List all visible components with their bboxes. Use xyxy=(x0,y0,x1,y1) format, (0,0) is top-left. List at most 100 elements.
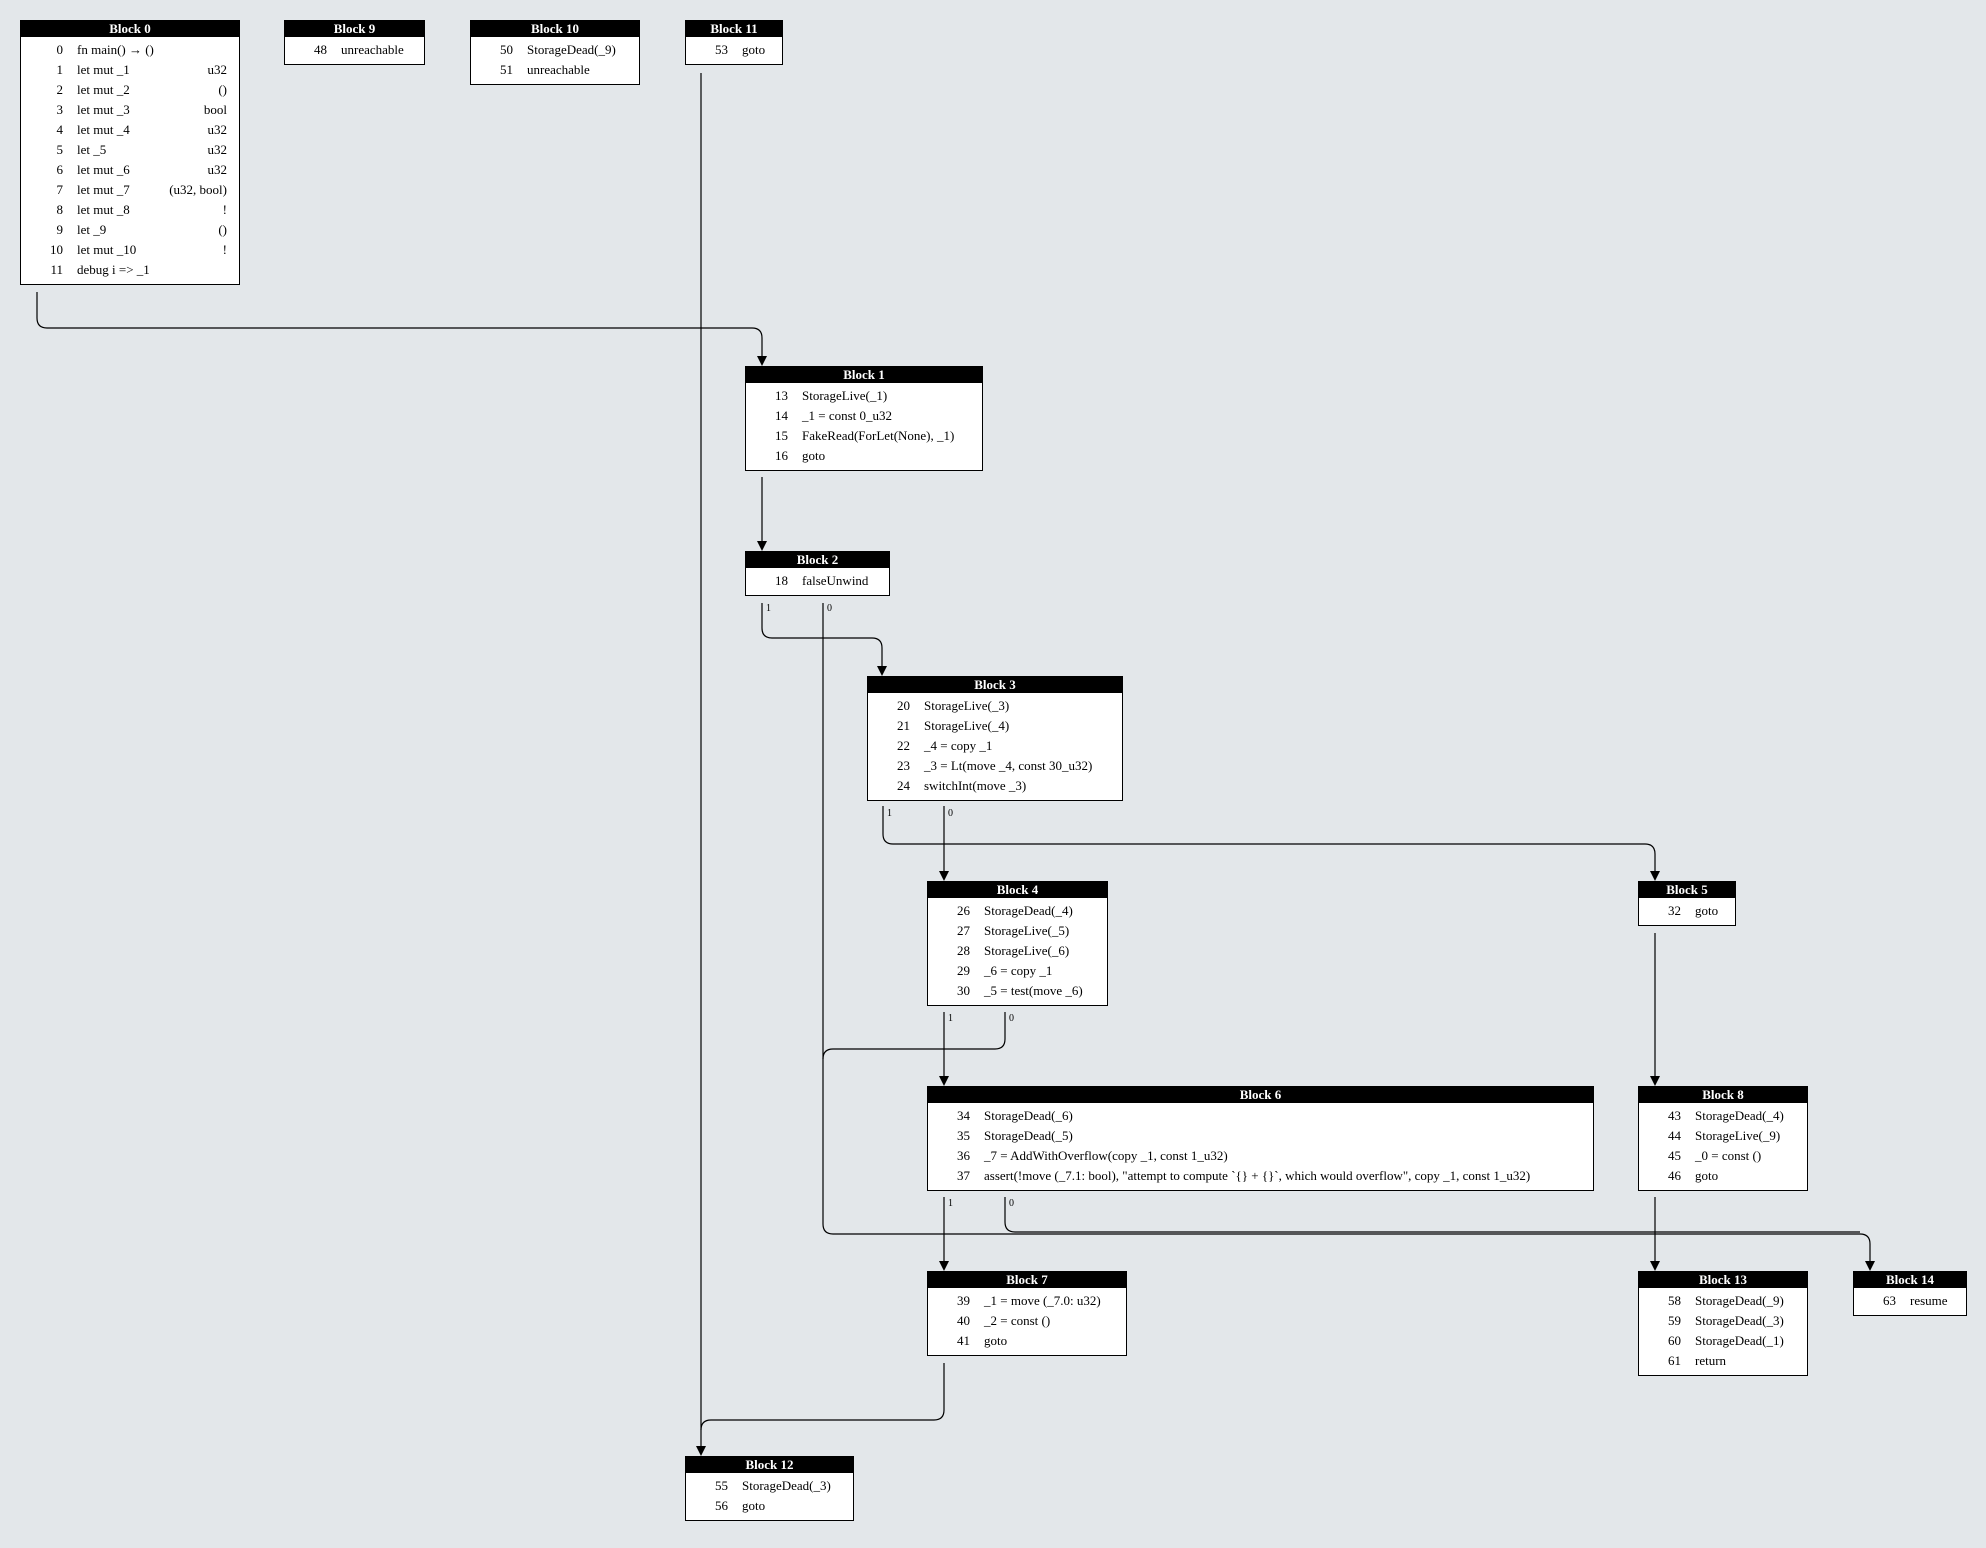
block-7[interactable]: Block 7 39 _1 = move (_7.0: u32) 40_2 = c… xyxy=(927,1271,1127,1356)
line-number: 43 xyxy=(1668,1108,1681,1123)
statement: _6 = copy _1 xyxy=(984,963,1053,978)
type: u32 xyxy=(207,142,228,157)
statement: _3 = Lt(move _4, const 30_u32) xyxy=(924,758,1093,773)
block-title: Block 7 xyxy=(928,1272,1126,1288)
edge-label: 1 xyxy=(766,603,771,614)
statement-row: 35 StorageDead(_5) xyxy=(942,1126,1581,1146)
block-title: Block 2 xyxy=(746,552,889,568)
statement: let mut _8 xyxy=(77,202,130,217)
type: u32 xyxy=(207,162,228,177)
statement: goto xyxy=(802,448,826,463)
statement-row: 45 _0 = const () xyxy=(1653,1146,1795,1166)
statement: _4 = copy _1 xyxy=(924,738,993,753)
statement: goto xyxy=(1695,1168,1719,1183)
line-number: 15 xyxy=(775,428,788,443)
statement: let mut _10 xyxy=(77,242,137,257)
statement: goto xyxy=(742,42,766,57)
line-number: 41 xyxy=(957,1333,970,1348)
arrowhead xyxy=(1650,1076,1660,1086)
edge-b2-b3 xyxy=(761,603,883,666)
block-title: Block 4 xyxy=(928,882,1107,898)
statement: goto xyxy=(984,1333,1008,1348)
type: bool xyxy=(203,102,227,117)
line-number: 3 xyxy=(56,102,64,117)
line-number: 1 xyxy=(56,62,64,77)
statement: let mut _2 xyxy=(77,82,130,97)
edge-label: 1 xyxy=(887,808,892,819)
line-number: 29 xyxy=(957,963,970,978)
statement: return xyxy=(1695,1353,1727,1368)
block-title: Block 0 xyxy=(21,21,239,37)
edge-label: 0 xyxy=(827,603,832,614)
statement: let mut _3 xyxy=(77,102,130,117)
line-number: 51 xyxy=(500,62,513,77)
line-number: 32 xyxy=(1668,903,1681,918)
statement: StorageLive(_1) xyxy=(802,388,888,403)
line-number: 30 xyxy=(957,983,970,998)
line-number: 39 xyxy=(957,1293,970,1308)
block-title: Block 1 xyxy=(746,367,982,383)
line-number: 45 xyxy=(1668,1148,1681,1163)
statement: _1 = move (_7.0: u32) xyxy=(984,1293,1101,1308)
block-title: Block 5 xyxy=(1639,882,1735,898)
line-number: 22 xyxy=(897,738,910,753)
statement-row: 41 goto xyxy=(942,1331,1114,1351)
line-number: 58 xyxy=(1668,1293,1681,1308)
statement-row: 40_2 = const () xyxy=(942,1311,1114,1331)
arrowhead xyxy=(1650,871,1660,881)
arrowhead xyxy=(757,541,767,551)
statement-row: 22 _4 = copy _1 xyxy=(882,736,1110,756)
line-number: 0 xyxy=(56,42,64,57)
statement: switchInt(move _3) xyxy=(924,778,1027,793)
line-number: 44 xyxy=(1668,1128,1681,1143)
line-number: 63 xyxy=(1883,1293,1896,1308)
statement: StorageDead(_9) xyxy=(527,42,616,57)
statement: StorageDead(_9) xyxy=(1695,1293,1784,1308)
block-title: Block 12 xyxy=(686,1457,853,1473)
statement: _7 = AddWithOverflow(copy _1, const 1_u3… xyxy=(984,1148,1228,1163)
statement: _0 = const () xyxy=(1695,1148,1762,1163)
block-title: Block 6 xyxy=(928,1087,1593,1103)
edge-b2-b14 xyxy=(822,603,1871,1261)
line-number: 60 xyxy=(1668,1333,1681,1348)
block-title: Block 8 xyxy=(1639,1087,1807,1103)
line-number: 35 xyxy=(957,1128,970,1143)
statement: StorageDead(_5) xyxy=(984,1128,1073,1143)
statement-row: 39 _1 = move (_7.0: u32) xyxy=(942,1291,1114,1311)
line-number: 9 xyxy=(56,222,64,237)
line-number: 4 xyxy=(56,122,64,137)
statement: let _5 xyxy=(77,142,107,157)
statement: StorageLive(_9) xyxy=(1695,1128,1781,1143)
statement: StorageLive(_3) xyxy=(924,698,1010,713)
edge-b6-b14 xyxy=(1004,1197,1860,1233)
